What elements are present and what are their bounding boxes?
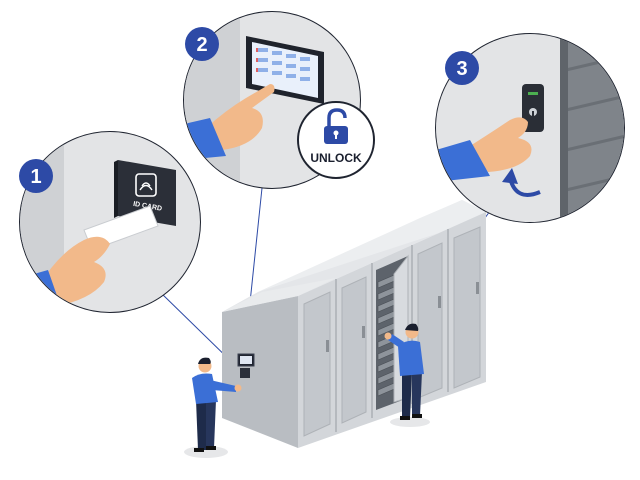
door-handle-icon bbox=[522, 84, 544, 132]
step-1-inset: ID CARD 1 bbox=[19, 131, 201, 313]
cabinet-door bbox=[453, 226, 481, 389]
step-2-inset: 2 UNLOCK bbox=[183, 11, 375, 189]
cabinet-doors bbox=[303, 226, 481, 437]
unlock-padlock-icon bbox=[324, 108, 348, 144]
hand-turning-handle bbox=[470, 117, 532, 172]
step-2-badge bbox=[185, 27, 219, 61]
hand-holding-card bbox=[40, 236, 110, 306]
rack-top-far bbox=[258, 200, 486, 292]
rack-end-top bbox=[222, 278, 336, 312]
step-1-number: 1 bbox=[30, 166, 41, 188]
step-3-number: 3 bbox=[456, 58, 467, 80]
person-left bbox=[184, 357, 242, 458]
unlock-badge: UNLOCK bbox=[297, 101, 375, 179]
person-right bbox=[384, 323, 430, 427]
rack-end-panel bbox=[222, 296, 298, 448]
card-reader-small bbox=[240, 368, 250, 378]
step-1-badge bbox=[19, 159, 53, 193]
cabinet-door bbox=[341, 276, 367, 424]
step-3-badge bbox=[445, 51, 479, 85]
step-2-number: 2 bbox=[196, 34, 207, 56]
unlock-label: UNLOCK bbox=[310, 151, 362, 165]
hand-pressing-screen bbox=[206, 84, 275, 150]
step-3-inset: 3 bbox=[435, 33, 625, 223]
server-rack-row bbox=[222, 200, 486, 448]
cabinet-door bbox=[303, 291, 331, 437]
